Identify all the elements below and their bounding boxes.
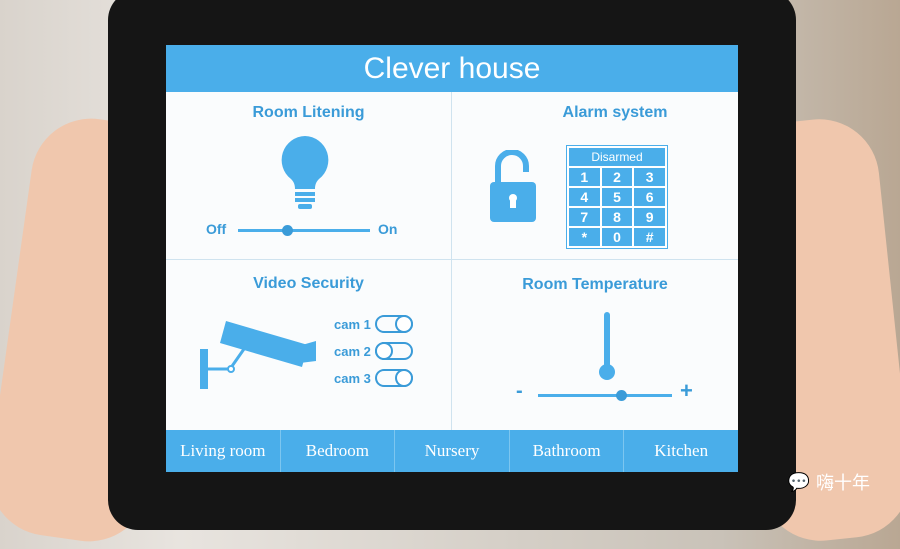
tab-kitchen[interactable]: Kitchen (654, 441, 709, 460)
off-label: Off (206, 221, 227, 237)
watermark: 💬 嗨十年 (788, 469, 870, 495)
camera-row: cam 1 (334, 315, 413, 333)
alarm-status: Disarmed (569, 148, 665, 166)
lightbulb-icon[interactable] (279, 134, 331, 212)
keypad-key[interactable]: 7 (569, 208, 600, 226)
light-slider-knob[interactable] (282, 225, 293, 236)
toggle-knob (374, 342, 393, 360)
lighting-panel: Room Litening Off On (166, 92, 452, 260)
tab-bedroom[interactable]: Bedroom (281, 430, 396, 472)
camera-toggle[interactable] (374, 342, 413, 360)
video-title: Video Security (253, 275, 364, 292)
security-camera-icon (200, 321, 316, 389)
keypad-key[interactable]: 4 (569, 188, 600, 206)
keypad-key[interactable]: * (569, 228, 600, 246)
thermometer-icon (599, 312, 615, 380)
keypad-key[interactable]: 6 (634, 188, 665, 206)
alarm-panel: Alarm system (452, 92, 738, 260)
keypad-key[interactable]: 3 (634, 168, 665, 186)
temperature-title: Room Temperature (522, 276, 668, 293)
temperature-slider[interactable] (538, 390, 672, 401)
keypad-key[interactable]: 1 (569, 168, 600, 186)
temp-minus-label[interactable]: - (516, 380, 523, 402)
keypad-key[interactable]: 8 (601, 208, 633, 226)
unlocked-padlock-icon[interactable] (488, 150, 540, 224)
camera-label: cam 2 (334, 343, 371, 359)
tab-bathroom[interactable]: Bathroom (510, 430, 625, 472)
tab-living-room[interactable]: Living room (166, 430, 281, 472)
keypad-key[interactable]: 2 (601, 168, 633, 186)
wechat-icon: 💬 (787, 471, 810, 492)
screen: Clever house Room Litening Off On Alarm … (166, 45, 738, 472)
light-slider[interactable] (238, 225, 370, 236)
watermark-text: 嗨十年 (816, 473, 870, 493)
toggle-knob (394, 315, 413, 333)
video-panel: Video Security cam 1 cam 2 cam 3 (166, 260, 452, 430)
camera-row: cam 3 (334, 369, 413, 387)
tab-nursery[interactable]: Nursery (395, 430, 510, 472)
camera-label: cam 1 (334, 316, 371, 332)
app-title: Clever house (166, 45, 738, 92)
camera-toggle[interactable] (374, 315, 413, 333)
camera-row: cam 2 (334, 342, 413, 360)
temp-plus-label[interactable]: + (680, 378, 693, 403)
keypad-key[interactable]: 5 (601, 188, 633, 206)
alarm-title: Alarm system (562, 104, 668, 121)
temperature-slider-knob[interactable] (616, 390, 627, 401)
keypad-key[interactable]: 0 (601, 228, 633, 246)
camera-label: cam 3 (334, 370, 371, 386)
lighting-title: Room Litening (252, 104, 365, 121)
on-label: On (378, 221, 398, 237)
keypad-key[interactable]: # (634, 228, 665, 246)
temperature-panel: Room Temperature - + (452, 260, 738, 430)
camera-toggle[interactable] (374, 369, 413, 387)
toggle-knob (394, 369, 413, 387)
keypad-key[interactable]: 9 (634, 208, 665, 226)
